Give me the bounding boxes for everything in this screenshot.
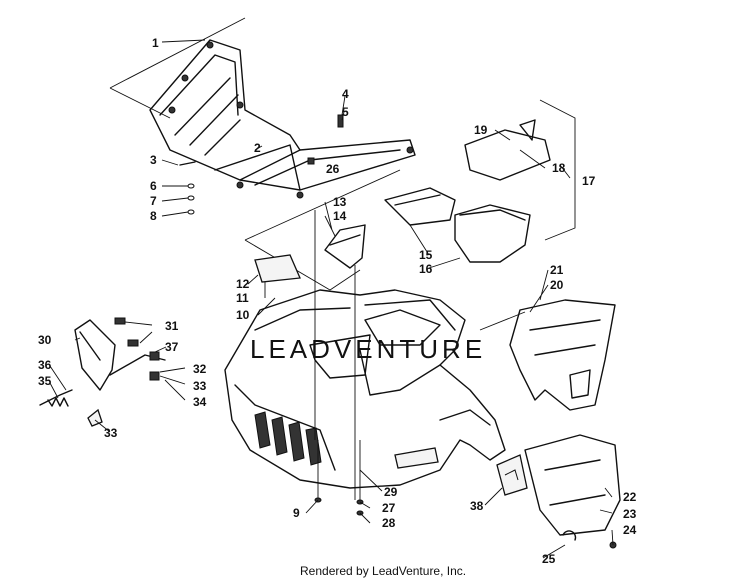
callout-24: 24 xyxy=(623,523,637,537)
callout-1: 1 xyxy=(152,36,159,50)
callout-27: 27 xyxy=(382,501,396,515)
callout-19: 19 xyxy=(474,123,488,137)
callout-35: 35 xyxy=(38,374,52,388)
front-body xyxy=(224,289,506,489)
side-panel xyxy=(509,299,616,411)
front-rack xyxy=(149,39,416,199)
decal xyxy=(254,254,301,283)
callout-labels: 1 2 3 4 5 6 7 8 9 10 11 12 13 14 15 16 1… xyxy=(38,36,637,566)
callout-16: 16 xyxy=(419,262,433,276)
grille xyxy=(254,411,322,466)
callout-5: 5 xyxy=(342,105,349,119)
callout-32: 32 xyxy=(193,362,207,376)
storage-box xyxy=(384,119,551,263)
callout-30: 30 xyxy=(38,333,52,347)
callout-33b: 33 xyxy=(104,426,118,440)
callout-11: 11 xyxy=(236,291,249,305)
callout-29: 29 xyxy=(384,485,398,499)
callout-18: 18 xyxy=(552,161,566,175)
callout-28: 28 xyxy=(382,516,396,530)
bottom-fasteners xyxy=(314,497,364,516)
decal-38 xyxy=(496,454,528,496)
lower-side-panel xyxy=(524,434,621,549)
callout-3: 3 xyxy=(150,153,157,167)
leader-lines-vertical xyxy=(314,210,526,500)
callout-23: 23 xyxy=(623,507,637,521)
callout-leaders xyxy=(49,39,614,559)
callout-6: 6 xyxy=(150,179,157,193)
callout-9: 9 xyxy=(293,506,300,520)
callout-31: 31 xyxy=(165,319,179,333)
assembly-frame-lines xyxy=(109,17,576,291)
callout-15: 15 xyxy=(419,248,433,262)
rack-hardware xyxy=(179,114,344,215)
callout-14: 14 xyxy=(333,209,347,223)
callout-22: 22 xyxy=(623,490,637,504)
callout-37: 37 xyxy=(165,340,179,354)
callout-33: 33 xyxy=(193,379,207,393)
callout-21: 21 xyxy=(550,263,564,277)
callout-17: 17 xyxy=(582,174,596,188)
callout-4: 4 xyxy=(342,87,349,101)
callout-2: 2 xyxy=(254,141,261,155)
callout-13: 13 xyxy=(333,195,347,209)
callout-25: 25 xyxy=(542,552,556,566)
callout-7: 7 xyxy=(150,194,157,208)
callout-12: 12 xyxy=(236,277,250,291)
footer-credit: Rendered by LeadVenture, Inc. xyxy=(300,564,466,578)
watermark: LEADVENTURE xyxy=(250,334,486,364)
callout-38: 38 xyxy=(470,499,484,513)
callout-10: 10 xyxy=(236,308,250,322)
headlight-assembly xyxy=(39,317,166,427)
callout-34: 34 xyxy=(193,395,207,409)
center-bracket xyxy=(324,224,366,269)
callout-36: 36 xyxy=(38,358,52,372)
callout-8: 8 xyxy=(150,209,157,223)
callout-20: 20 xyxy=(550,278,564,292)
callout-26: 26 xyxy=(326,162,340,176)
